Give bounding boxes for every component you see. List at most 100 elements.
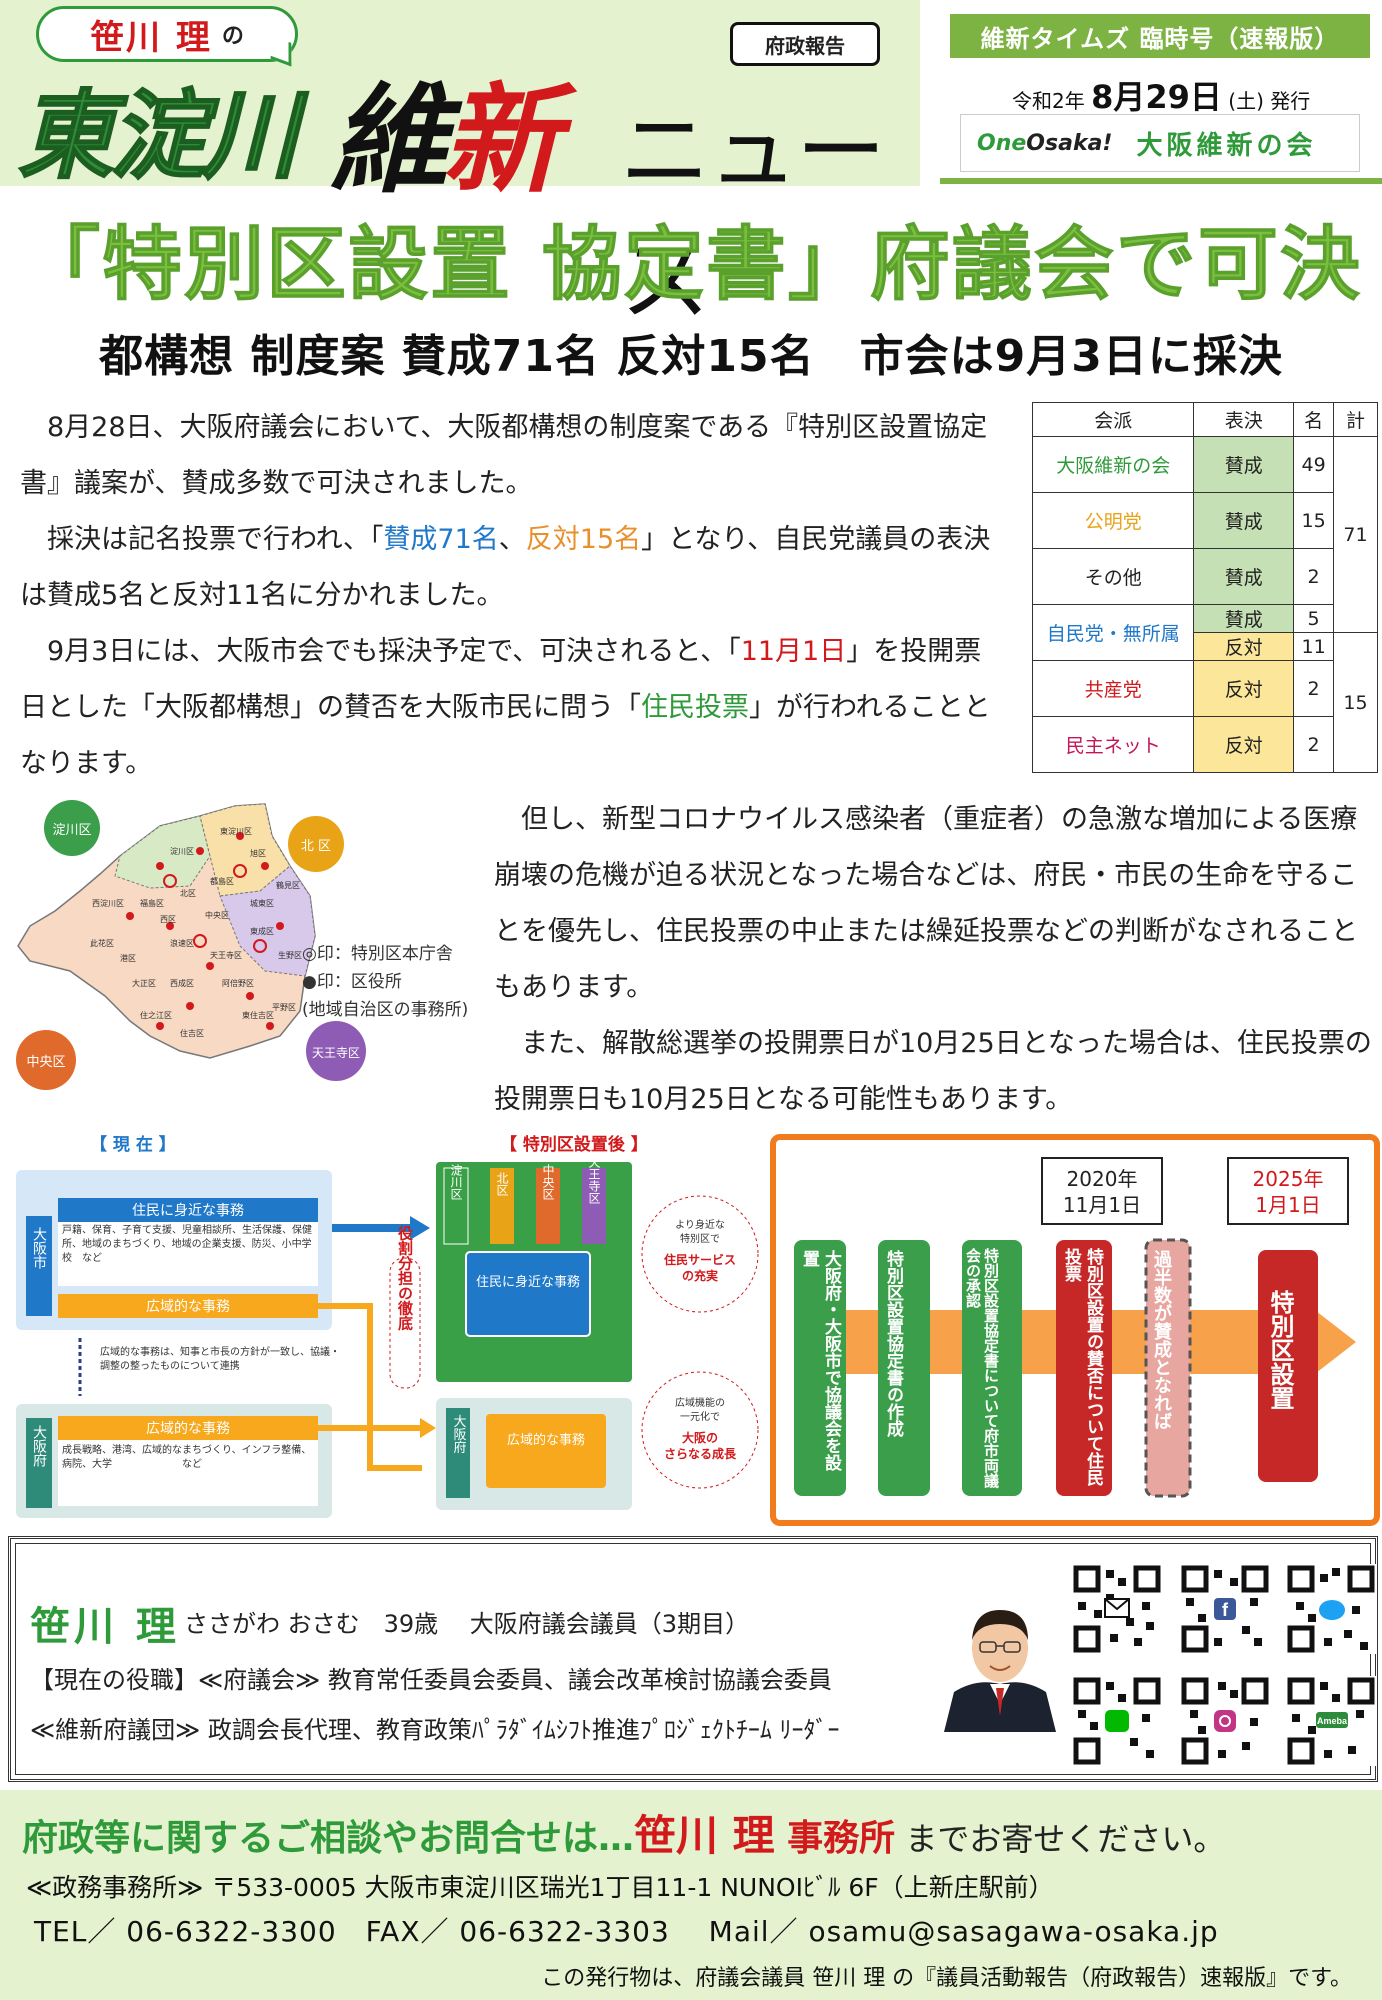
author-name: 笹川 理 — [90, 17, 212, 58]
vote-cell: 賛成 — [1193, 548, 1295, 605]
after-label: 【 特別区設置後 】 — [500, 1134, 648, 1155]
issue-info: 維新タイムズ 臨時号（速報版） 令和2年 8月29日 (土) 発行 OneOsa… — [940, 0, 1382, 186]
cta-lead: 府政等に関するご相談やお問合せは… — [22, 1818, 635, 1859]
benefit-text: 広域機能の — [675, 1396, 725, 1409]
district-circle-tennoji — [306, 1021, 366, 1081]
benefit-text: 大阪の — [682, 1430, 718, 1445]
region-kita — [199, 803, 291, 897]
p2-no: 反対15名 — [525, 524, 642, 555]
ward-label: 北区 — [180, 889, 196, 898]
map-legend: ◎印：特別区本庁舎 ●印：区役所 (地域自治区の事務所) — [302, 940, 468, 1024]
arrow-wide-city — [318, 1303, 422, 1471]
report-tag: 府政報告 — [730, 22, 880, 66]
district-circle-kita — [288, 816, 344, 872]
vote-cell: 反対 — [1193, 716, 1295, 773]
table-row: 自民党・無所属 賛成 5 — [1031, 604, 1378, 661]
after-ward-label: 中央区 — [541, 1163, 555, 1200]
footer-contact: 府政等に関するご相談やお問合せは…笹川 理 事務所 までお寄せください。 ≪政務… — [0, 1790, 1382, 2000]
profile-box: 笹川 理 ささがわ おさむ 39歳 大阪府議会議員（3期目） 【現在の役職】≪府… — [8, 1536, 1378, 1782]
ward-labels: 東淀川区 淀川区 西淀川区 此花区 福島区 北区 都島区 旭区 城東区 鶴見区 … — [90, 826, 302, 1038]
num-cell: 49 — [1293, 436, 1335, 493]
article-body-top: 8月28日、大阪府議会において、大阪都構想の制度案である『特別区設置協定書』議案… — [20, 400, 1000, 792]
p2-yes: 賛成71名 — [383, 524, 499, 555]
date-2025-year: 2025年 — [1253, 1167, 1324, 1191]
wide-desc-box — [58, 1440, 318, 1506]
benefit-text: 特別区で — [680, 1233, 720, 1245]
schedule-flow: 2020年 11月1日 2025年 1月1日 大阪府・大阪市で協議会を設置 特別… — [770, 1134, 1380, 1526]
ward-label: 旭区 — [250, 848, 266, 858]
after-ward-label: 北区 — [495, 1172, 509, 1196]
ward-label: 住吉区 — [180, 1028, 204, 1038]
after-ward-chuo — [536, 1168, 560, 1244]
party-ishin: 大阪維新の会 — [1031, 436, 1195, 493]
flow-step-text: 特別区設置協定書の作成 — [883, 1250, 903, 1437]
p3-vote: 住民投票 — [641, 692, 749, 723]
benefit-text: の充実 — [682, 1268, 718, 1283]
wide-title-pref: 広域的な事務 — [146, 1421, 230, 1437]
role-box — [389, 1257, 421, 1389]
publication-note: この発行物は、府議会議員 笹川 理 の『議員活動報告（府政報告）速報版』です。 — [541, 1966, 1352, 1991]
after-near-box — [465, 1251, 591, 1337]
arrowhead-wide — [420, 1418, 436, 1438]
title-ishin-char1: 維 — [330, 71, 448, 209]
flow-step-2 — [878, 1240, 930, 1496]
district-label-chuo: 中央区 — [26, 1055, 65, 1070]
article-body-bottom: 但し、新型コロナウイルス感染者（重症者）の急激な増加による医療崩壊の危機が迫る状… — [494, 792, 1376, 1128]
ward-label: 西区 — [160, 915, 176, 924]
near-desc: 戸籍、保育、子育て支援、児童相談所、生活保護、保健所、地域のまちづくり、地域の企… — [62, 1225, 312, 1264]
ward-label: 西成区 — [170, 978, 194, 988]
ward-label: 城東区 — [250, 898, 274, 908]
near-desc-box — [58, 1222, 318, 1286]
ward-label: 東住吉区 — [242, 1010, 274, 1020]
header-vote: 表決 — [1193, 402, 1295, 437]
benefit-text: 住民サービス — [664, 1252, 736, 1267]
wide-title-bar-pref — [58, 1416, 318, 1440]
p3-b: 」を投開票日とした「大阪都構想」の賛否を大阪市民に問う「 — [20, 636, 982, 723]
after-wide-box — [486, 1414, 606, 1488]
benefit-text: 一元化で — [680, 1410, 720, 1423]
ward-label: 大正区 — [132, 978, 156, 988]
masthead-title-area: 笹川 理 の 東淀川 維新 ニュース 府政報告 — [0, 0, 920, 334]
num-cell: 2 — [1293, 660, 1335, 717]
oneosaka-logo: OneOsaka! — [977, 131, 1112, 156]
paragraph-3: 9月3日には、大阪市会でも採決予定で、可決されると、「11月1日」を投開票日とし… — [20, 624, 1000, 792]
now-label: 【 現 在 】 — [90, 1134, 176, 1155]
qr-mail — [1072, 1564, 1162, 1654]
cta-office: 事務所 — [774, 1818, 896, 1859]
pref-label: 大阪府 — [31, 1425, 47, 1468]
structure-diagram: 【 現 在 】 【 特別区設置後 】 大阪市 住民に身近な事務 戸籍、保育、子育… — [16, 1134, 759, 1518]
cta-name: 笹川 理 — [634, 1811, 775, 1860]
party-ldp: 自民党・無所属 — [1031, 604, 1195, 661]
district-circle-chuo — [16, 1030, 76, 1090]
flow-step-text: 特別区設置 — [1266, 1290, 1294, 1410]
ward-label: 浪速区 — [170, 938, 194, 948]
table-row: 民主ネット 反対 2 — [1031, 716, 1378, 773]
benefit-text: より身近な — [675, 1218, 725, 1231]
date-2020-day: 11月1日 — [1063, 1193, 1141, 1217]
num-cell: 2 — [1293, 548, 1335, 605]
title-news: ニュース — [620, 99, 886, 334]
vote-cell: 反対 — [1193, 632, 1295, 661]
region-yodogawa — [114, 815, 211, 889]
ward-label: 平野区 — [272, 1003, 296, 1012]
benefit-text: さらなる成長 — [664, 1446, 737, 1461]
osaka-ward-map: 淀川区 北 区 中央区 天王寺区 東淀川区 淀川区 西淀川区 此花区 福島区 北… — [16, 800, 366, 1090]
after-pref-tag — [446, 1408, 470, 1498]
legend-office-note: (地域自治区の事務所) — [302, 1000, 469, 1020]
table-row: 共産党 反対 2 — [1031, 660, 1378, 717]
ward-label: 福島区 — [140, 898, 164, 908]
legend-hq: ◎印：特別区本庁舎 — [302, 944, 453, 964]
after-ward-label: 天王寺区 — [587, 1156, 601, 1204]
date-box-2025 — [1227, 1157, 1349, 1225]
arrowhead-city — [410, 1216, 430, 1240]
city-label: 大阪市 — [31, 1227, 47, 1269]
ward-label: 天王寺区 — [210, 951, 242, 960]
ward-label: 此花区 — [90, 938, 114, 948]
profile-role-1: 【現在の役職】≪府議会≫ 教育常任委員会委員、議会改革検討協議会委員 — [30, 1666, 832, 1694]
after-wide-text: 広域的な事務 — [506, 1433, 585, 1448]
flow-step-5 — [1144, 1238, 1192, 1498]
num-cell: 11 — [1293, 632, 1335, 661]
wide-title-bar-city — [58, 1294, 318, 1318]
issue-day: 8月29日 — [1091, 78, 1222, 116]
role-text: 役割分担の徹底 — [396, 1225, 414, 1332]
